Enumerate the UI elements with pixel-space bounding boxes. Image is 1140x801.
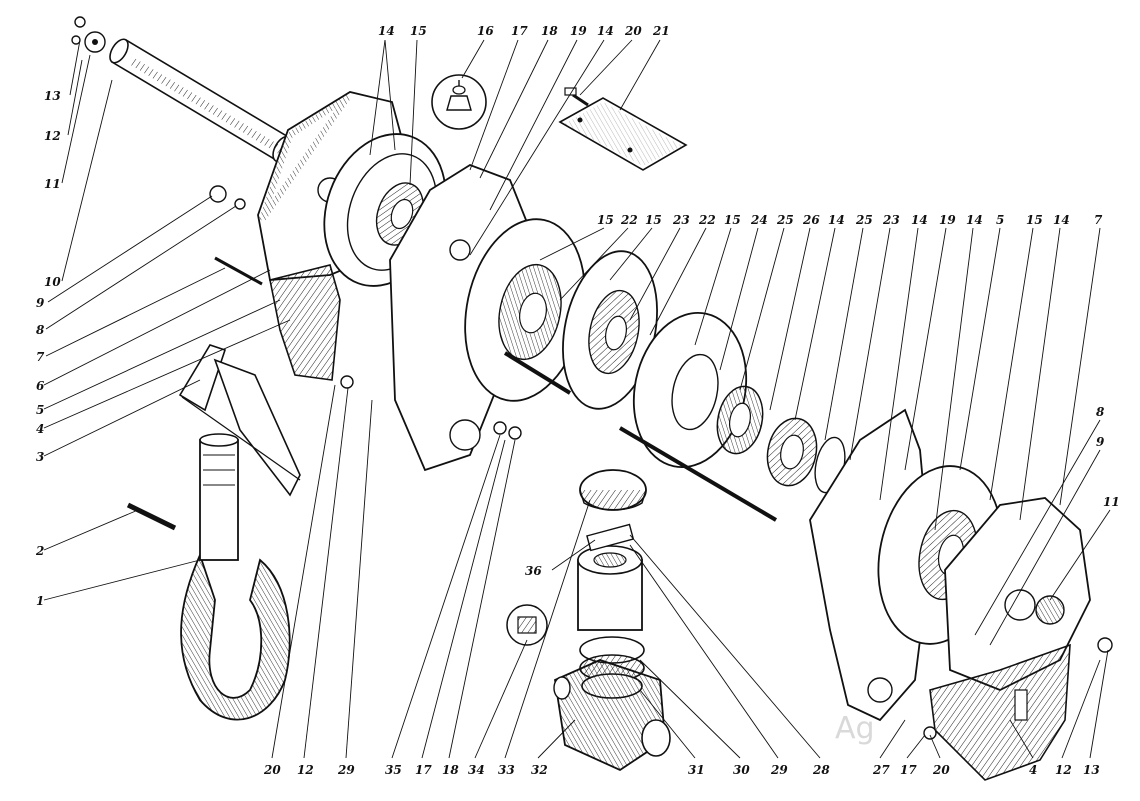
label-left-6: 7 (36, 350, 45, 364)
label-top-5: 19 (570, 24, 587, 38)
label-bottom-3: 35 (385, 763, 402, 777)
pin-part (126, 502, 177, 531)
label-mid-12: 14 (911, 213, 928, 227)
label-mid-17: 14 (1053, 213, 1070, 227)
label-bottom-14: 17 (900, 763, 917, 777)
bearing-rings (716, 385, 846, 494)
label-mid-7: 25 (776, 213, 794, 227)
set-screw-detail (506, 604, 548, 646)
label-top-6: 14 (597, 24, 614, 38)
label-left-1: 12 (44, 129, 61, 143)
label-left-3: 10 (44, 275, 61, 289)
cover-plate (558, 87, 688, 171)
hook-part (180, 433, 291, 721)
label-left-10: 3 (36, 450, 44, 464)
label-mid-2: 15 (645, 213, 662, 227)
label-bottom-13: 27 (872, 763, 890, 777)
label-36: 36 (525, 564, 542, 578)
label-bottom-17: 12 (1055, 763, 1072, 777)
label-left-0: 13 (44, 89, 61, 103)
label-mid-11: 23 (882, 213, 900, 227)
label-mid-16: 15 (1026, 213, 1043, 227)
label-mid-8: 26 (802, 213, 820, 227)
label-mid-4: 22 (698, 213, 716, 227)
label-top-2: 16 (477, 24, 494, 38)
label-mid-3: 23 (672, 213, 690, 227)
label-left-2: 11 (44, 177, 61, 191)
crosshead-body (553, 659, 671, 772)
label-left-7: 6 (36, 379, 45, 393)
bail-handle (178, 344, 301, 497)
label-left-4: 9 (36, 296, 45, 310)
tie-rod (503, 351, 778, 522)
label-top-0: 14 (378, 24, 395, 38)
label-bottom-8: 32 (531, 763, 548, 777)
left-counterweight (269, 264, 341, 381)
label-mid-9: 14 (828, 213, 845, 227)
label-bottom-11: 29 (770, 763, 788, 777)
label-bottom-6: 34 (468, 763, 485, 777)
label-mid-5: 15 (724, 213, 741, 227)
label-right-0: 8 (1096, 405, 1105, 419)
axle-part (71, 16, 294, 163)
label-mid-13: 19 (939, 213, 956, 227)
label-bottom-4: 17 (415, 763, 432, 777)
right-outer-plate (944, 497, 1091, 691)
small-nuts (209, 185, 1113, 740)
grease-nipple-detail (431, 74, 487, 130)
label-bottom-12: 28 (812, 763, 830, 777)
label-bottom-16: 4 (1029, 763, 1037, 777)
watermark: Ag (835, 711, 875, 746)
lock-cap (579, 469, 647, 511)
label-bottom-1: 12 (297, 763, 314, 777)
label-left-9: 4 (36, 422, 44, 436)
label-top-4: 18 (541, 24, 558, 38)
castle-nut (577, 523, 643, 631)
label-left-8: 5 (36, 403, 44, 417)
label-bottom-18: 13 (1083, 763, 1100, 777)
label-bottom-5: 18 (442, 763, 459, 777)
label-bottom-7: 33 (498, 763, 515, 777)
label-left-5: 8 (36, 323, 45, 337)
label-mid-1: 22 (620, 213, 638, 227)
label-left-11: 2 (35, 544, 44, 558)
label-top-7: 20 (624, 24, 642, 38)
label-mid-0: 15 (597, 213, 614, 227)
label-top-1: 15 (410, 24, 427, 38)
label-left-12: 1 (36, 594, 44, 608)
label-mid-10: 25 (855, 213, 873, 227)
label-mid-14: 14 (966, 213, 983, 227)
label-bottom-15: 20 (932, 763, 950, 777)
label-bottom-10: 30 (733, 763, 750, 777)
label-bottom-2: 29 (337, 763, 355, 777)
label-bottom-0: 20 (263, 763, 281, 777)
middle-sheave-2 (562, 250, 658, 410)
label-top-8: 21 (652, 24, 670, 38)
label-right-1: 9 (1096, 435, 1105, 449)
leader-lines (43, 39, 1111, 759)
label-mid-6: 24 (750, 213, 768, 227)
label-mid-15: 5 (996, 213, 1004, 227)
right-counterweight (929, 643, 1071, 781)
label-top-3: 17 (511, 24, 528, 38)
label-bottom-9: 31 (688, 763, 705, 777)
middle-sheave-1 (464, 218, 586, 402)
label-right-2: 11 (1103, 495, 1120, 509)
label-mid-18: 7 (1094, 213, 1103, 227)
